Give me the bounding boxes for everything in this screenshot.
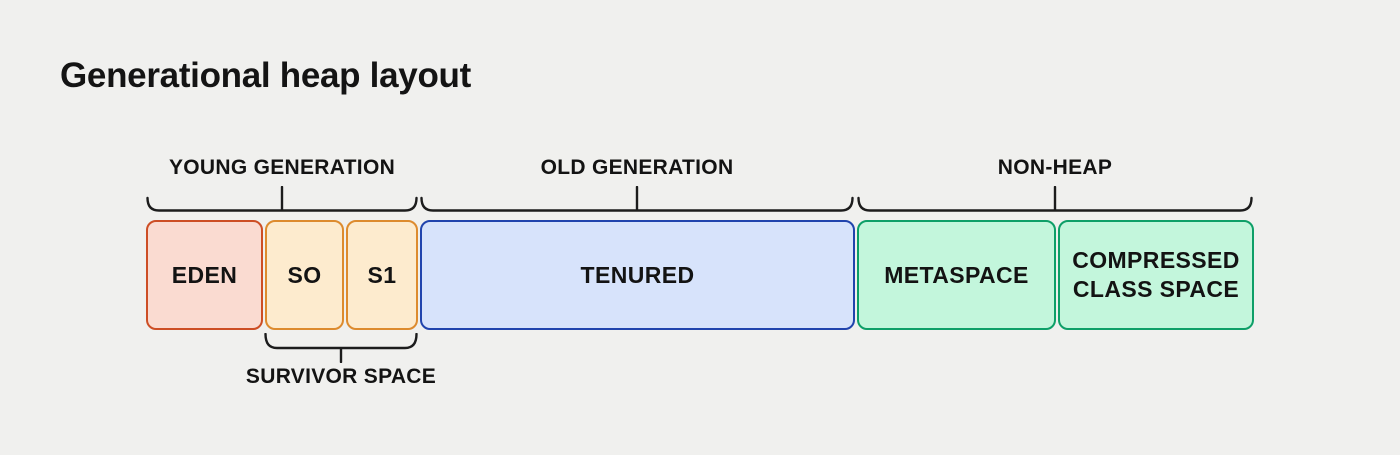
bracket-survivor-space: [264, 333, 418, 363]
box-compressed-class-space: COMPRESSED CLASS SPACE: [1058, 220, 1254, 330]
bracket-old-generation: [420, 186, 854, 212]
box-metaspace: METASPACE: [857, 220, 1056, 330]
page-title: Generational heap layout: [60, 56, 471, 95]
box-tenured: TENURED: [420, 220, 855, 330]
box-survivor-1: S1: [346, 220, 418, 330]
label-young-generation: YOUNG GENERATION: [168, 156, 396, 179]
label-survivor-space: SURVIVOR SPACE: [245, 365, 437, 388]
box-survivor-0: SO: [265, 220, 344, 330]
box-eden: EDEN: [146, 220, 263, 330]
bracket-non-heap: [857, 186, 1253, 212]
label-old-generation: OLD GENERATION: [540, 156, 734, 179]
label-non-heap: NON-HEAP: [997, 156, 1113, 179]
bracket-young-generation: [146, 186, 418, 212]
